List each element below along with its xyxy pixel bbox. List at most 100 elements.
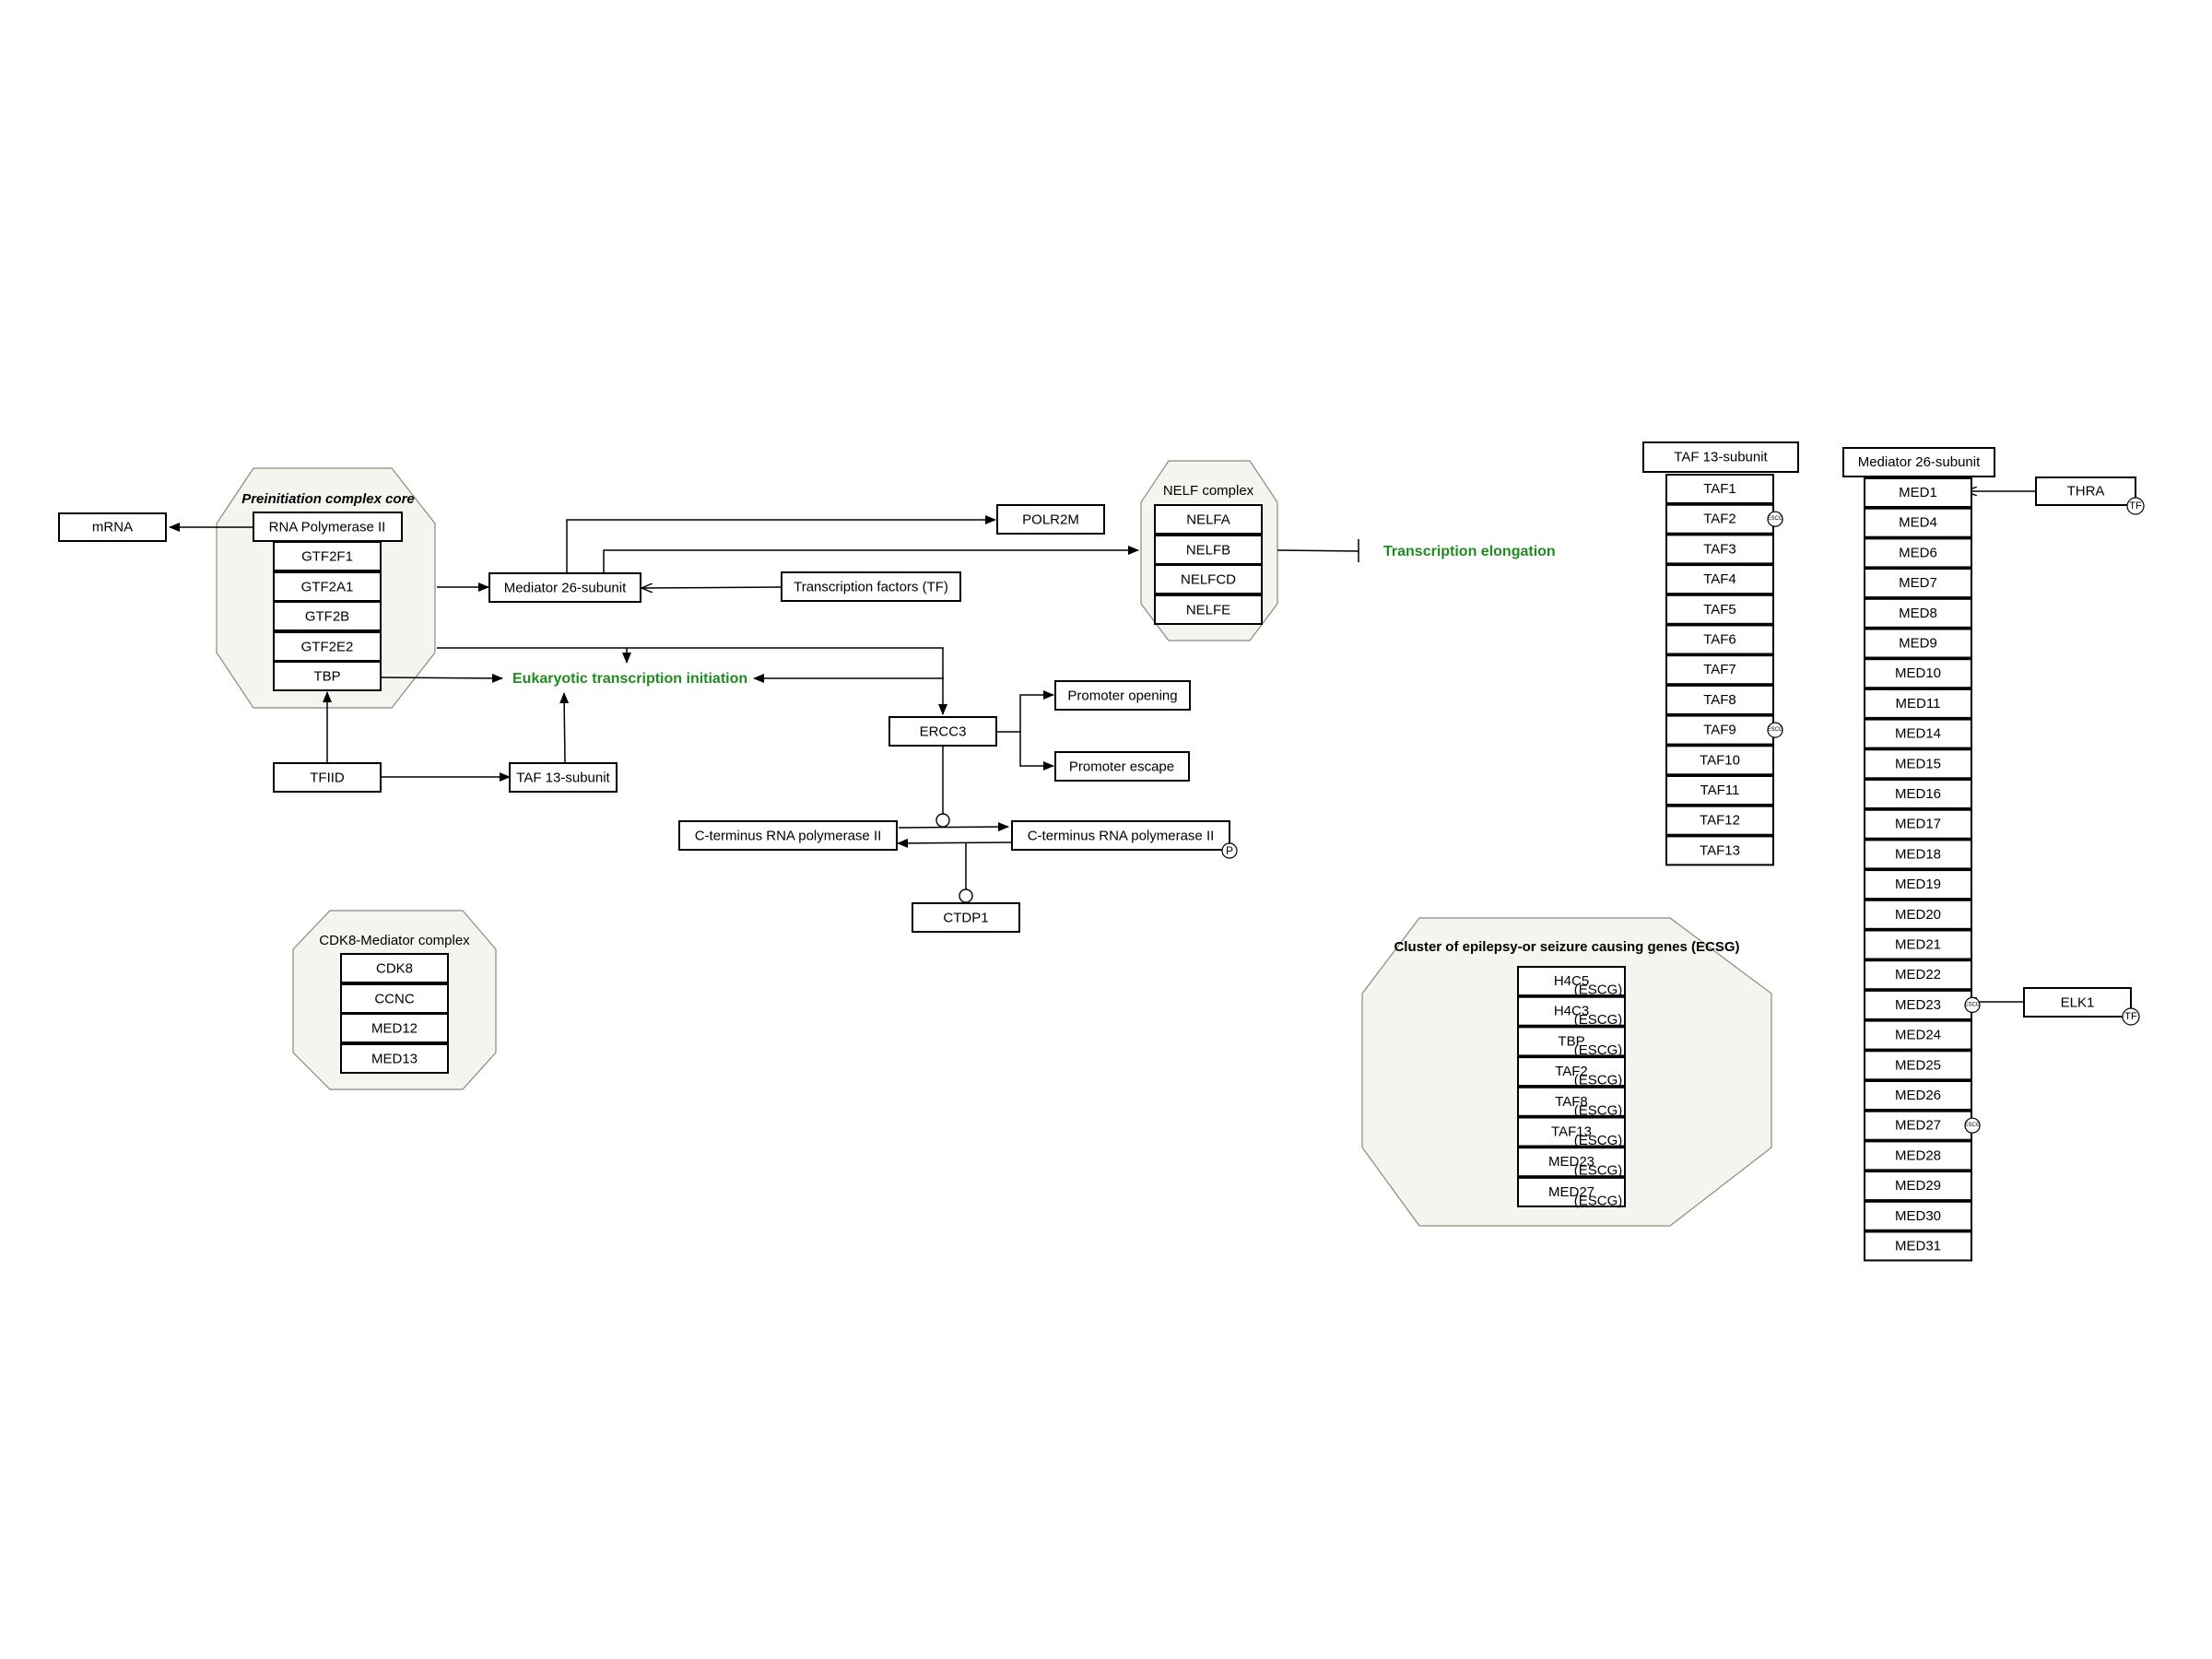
med-item-med24[interactable]: MED24 [1864, 1019, 1972, 1051]
med-column-header[interactable]: Mediator 26-subunit [1842, 447, 1995, 477]
med-item-med22[interactable]: MED22 [1864, 959, 1972, 991]
node-gtf2f1[interactable]: GTF2F1 [273, 541, 382, 571]
med-item-med18[interactable]: MED18 [1864, 839, 1972, 870]
node-mrna[interactable]: mRNA [58, 512, 167, 542]
svg-text:TF: TF [2129, 500, 2142, 512]
med-item-med26[interactable]: MED26 [1864, 1080, 1972, 1111]
med-item-med25[interactable]: MED25 [1864, 1050, 1972, 1081]
med-item-med15[interactable]: MED15 [1864, 748, 1972, 780]
node-nelfcd[interactable]: NELFCD [1154, 564, 1263, 594]
taf-item-taf8[interactable]: TAF8 [1665, 684, 1774, 715]
ecsg-item-taf8[interactable]: TAF8(ESCG) [1517, 1086, 1626, 1119]
taf-item-taf3[interactable]: TAF3 [1665, 534, 1774, 565]
svg-text:MED4: MED4 [1899, 515, 1937, 531]
svg-text:MED7: MED7 [1899, 575, 1937, 591]
taf-item-taf13[interactable]: TAF13 [1665, 835, 1774, 866]
med-item-med31[interactable]: MED31 [1864, 1230, 1972, 1262]
svg-text:ESCG: ESCG [1964, 1123, 1980, 1128]
escg-tag: (ESCG) [1574, 1102, 1623, 1118]
med-item-med16[interactable]: MED16 [1864, 779, 1972, 809]
svg-text:H4C5: H4C5 [1554, 973, 1589, 989]
taf-item-taf6[interactable]: TAF6 [1665, 624, 1774, 655]
med-item-med17[interactable]: MED17 [1864, 808, 1972, 840]
escg-badge-taf9: ESCG [1767, 722, 1783, 738]
med-item-med1[interactable]: MED1 [1864, 477, 1972, 508]
ecsg-item-h4c3[interactable]: H4C3(ESCG) [1517, 995, 1626, 1029]
node-cdk8[interactable]: CDK8 [340, 953, 449, 983]
med-item-med23[interactable]: MED23 [1864, 989, 1972, 1020]
node-tbp[interactable]: TBP [273, 661, 382, 691]
svg-text:MED23: MED23 [1895, 997, 1941, 1013]
taf-item-taf5[interactable]: TAF5 [1665, 594, 1774, 625]
taf-item-taf7[interactable]: TAF7 [1665, 654, 1774, 686]
taf-item-taf2[interactable]: TAF2 [1665, 503, 1774, 535]
node-transcription-factors[interactable]: Transcription factors (TF) [781, 571, 961, 602]
svg-text:MED1: MED1 [1899, 485, 1937, 500]
ecsg-item-med23[interactable]: MED23(ESCG) [1517, 1147, 1626, 1179]
ecsg-item-med27[interactable]: MED27(ESCG) [1517, 1176, 1626, 1209]
node-mediator-26-subunit-left[interactable]: Mediator 26-subunit [488, 572, 641, 603]
ecsg-item-taf2[interactable]: TAF2(ESCG) [1517, 1056, 1626, 1088]
med-item-med28[interactable]: MED28 [1864, 1140, 1972, 1171]
escg-badge-med23: ESCG [1964, 996, 1981, 1014]
tf-badge-elk1: TF [2122, 1007, 2140, 1026]
node-ccnc[interactable]: CCNC [340, 983, 449, 1014]
med-item-med6[interactable]: MED6 [1864, 537, 1972, 569]
node-gtf2a1[interactable]: GTF2A1 [273, 571, 382, 602]
svg-text:ESCG: ESCG [1964, 1002, 1980, 1007]
node-gtf2e2[interactable]: GTF2E2 [273, 631, 382, 662]
taf-item-taf4[interactable]: TAF4 [1665, 564, 1774, 595]
ecsg-item-taf13[interactable]: TAF13(ESCG) [1517, 1116, 1626, 1149]
node-polr2m[interactable]: POLR2M [996, 504, 1105, 535]
catalysis-circle-ctdp1 [959, 888, 973, 903]
edge-complex-to-ercc3 [437, 647, 947, 715]
svg-text:P: P [1226, 844, 1233, 857]
med-item-med21[interactable]: MED21 [1864, 929, 1972, 960]
node-thra[interactable]: THRA [2035, 477, 2136, 506]
svg-text:Mediator 26-subunit: Mediator 26-subunit [1858, 454, 1981, 470]
node-elk1[interactable]: ELK1 [2023, 987, 2132, 1018]
med-item-med9[interactable]: MED9 [1864, 628, 1972, 659]
med-item-med7[interactable]: MED7 [1864, 568, 1972, 599]
node-promoter-opening[interactable]: Promoter opening [1054, 680, 1191, 711]
taf-item-taf1[interactable]: TAF1 [1665, 474, 1774, 504]
med-item-med30[interactable]: MED30 [1864, 1200, 1972, 1231]
taf-item-taf9[interactable]: TAF9 [1665, 714, 1774, 746]
taf-item-taf10[interactable]: TAF10 [1665, 745, 1774, 776]
ecsg-item-h4c5[interactable]: H4C5(ESCG) [1517, 966, 1626, 998]
taf-item-taf12[interactable]: TAF12 [1665, 805, 1774, 836]
node-nelfa[interactable]: NELFA [1154, 504, 1263, 535]
ecsg-item-tbp[interactable]: TBP(ESCG) [1517, 1026, 1626, 1058]
node-gtf2b[interactable]: GTF2B [273, 601, 382, 631]
med-item-med10[interactable]: MED10 [1864, 658, 1972, 689]
svg-text:MED19: MED19 [1895, 877, 1941, 892]
taf-item-taf11[interactable]: TAF11 [1665, 775, 1774, 806]
node-ercc3[interactable]: ERCC3 [888, 716, 997, 747]
med-item-med19[interactable]: MED19 [1864, 869, 1972, 900]
med-item-med8[interactable]: MED8 [1864, 597, 1972, 629]
svg-text:TAF 13-subunit: TAF 13-subunit [516, 771, 610, 786]
med-item-med20[interactable]: MED20 [1864, 899, 1972, 930]
med-item-med11[interactable]: MED11 [1864, 688, 1972, 719]
node-med12[interactable]: MED12 [340, 1013, 449, 1043]
node-c-terminus-rnapol2[interactable]: C-terminus RNA polymerase II [678, 820, 898, 851]
node-nelfb[interactable]: NELFB [1154, 535, 1263, 565]
med-item-med27[interactable]: MED27 [1864, 1110, 1972, 1141]
svg-text:TAF2: TAF2 [1555, 1064, 1588, 1079]
node-taf13-subunit-left[interactable]: TAF 13-subunit [509, 762, 618, 793]
taf-column-header[interactable]: TAF 13-subunit [1642, 441, 1799, 473]
node-c-terminus-rnapol2-phospho[interactable]: C-terminus RNA polymerase II [1011, 820, 1230, 851]
node-med13[interactable]: MED13 [340, 1043, 449, 1074]
node-promoter-escape[interactable]: Promoter escape [1054, 751, 1190, 782]
node-rna-polymerase-ii[interactable]: RNA Polymerase II [253, 512, 403, 542]
node-nelfe[interactable]: NELFE [1154, 594, 1263, 625]
node-ctdp1[interactable]: CTDP1 [912, 902, 1020, 933]
svg-text:C-terminus RNA polymerase II: C-terminus RNA polymerase II [695, 829, 882, 844]
svg-text:H4C3: H4C3 [1554, 1004, 1589, 1019]
med-item-med29[interactable]: MED29 [1864, 1171, 1972, 1202]
node-tfiid[interactable]: TFIID [273, 762, 382, 793]
svg-text:MED30: MED30 [1895, 1208, 1941, 1224]
med-item-med14[interactable]: MED14 [1864, 718, 1972, 749]
svg-text:MED21: MED21 [1895, 937, 1941, 953]
med-item-med4[interactable]: MED4 [1864, 507, 1972, 538]
